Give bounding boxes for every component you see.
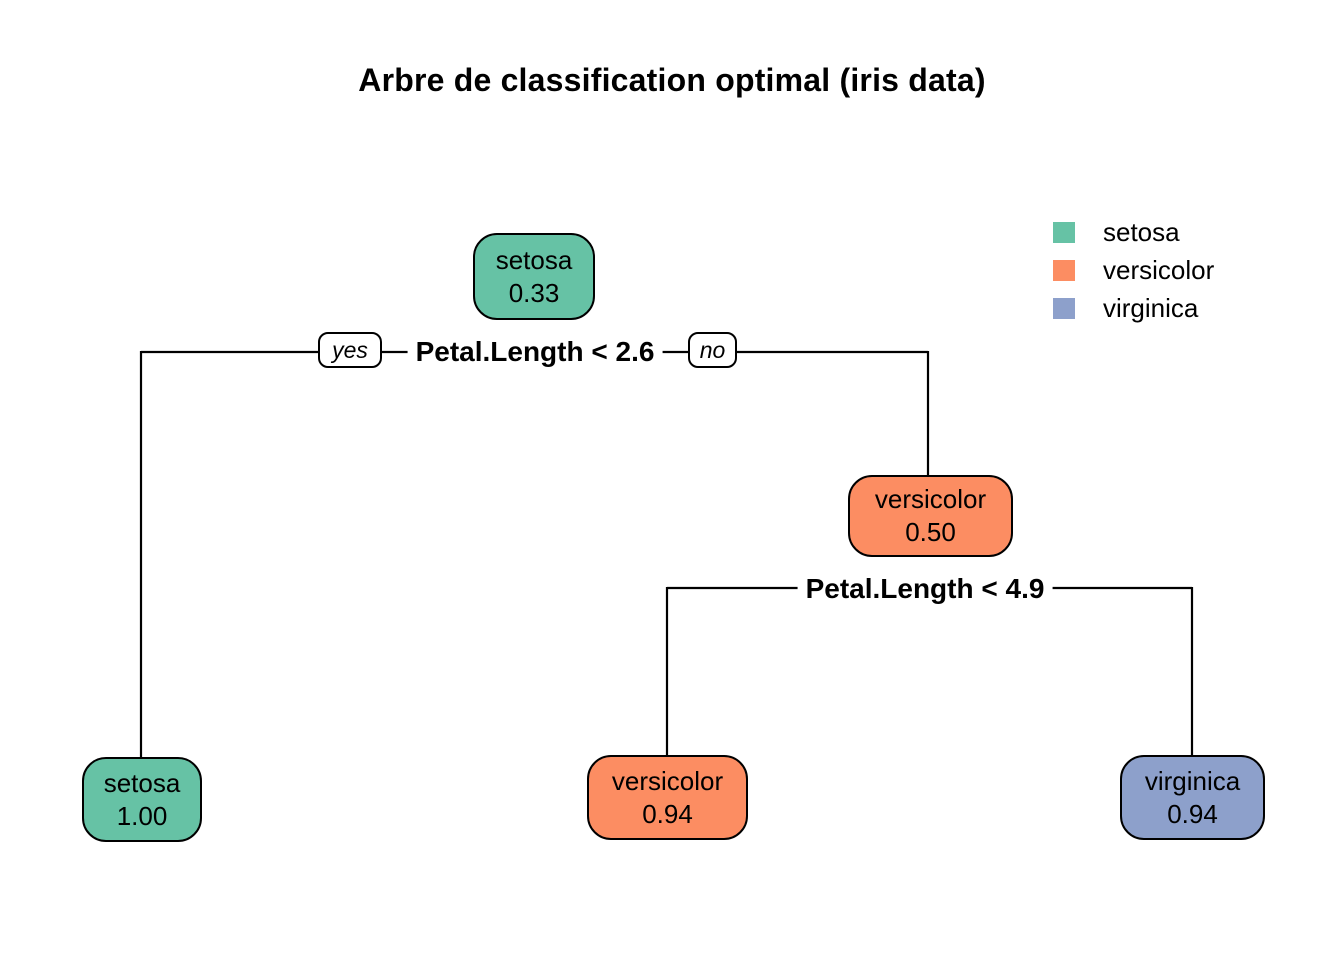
node-label: versicolor — [874, 484, 987, 514]
legend-label: virginica — [1103, 292, 1199, 323]
split-condition-1: Petal.Length < 2.6 — [407, 335, 663, 369]
legend-swatch-virginica — [1053, 297, 1075, 319]
no-branch-badge: no — [688, 332, 737, 368]
node-probability: 0.33 — [508, 277, 560, 308]
legend-label: versicolor — [1103, 254, 1215, 285]
node-probability: 1.00 — [116, 800, 168, 831]
root-node-setosa: setosa 0.33 — [473, 233, 595, 320]
node-label: setosa — [103, 767, 181, 798]
node-probability: 0.94 — [1167, 798, 1218, 829]
node-label: virginica — [1144, 765, 1241, 796]
plot-title: Arbre de classification optimal (iris da… — [358, 62, 986, 98]
internal-node-versicolor: versicolor 0.50 — [848, 475, 1013, 557]
node-probability: 0.50 — [905, 517, 956, 547]
node-label: versicolor — [611, 765, 724, 796]
legend-swatch-versicolor — [1053, 259, 1075, 281]
leaf-node-versicolor: versicolor 0.94 — [587, 755, 748, 840]
legend: setosa versicolor virginica — [1053, 213, 1214, 327]
node-probability: 0.94 — [642, 798, 693, 829]
legend-swatch-setosa — [1053, 221, 1075, 243]
split-condition-2: Petal.Length < 4.9 — [797, 572, 1053, 606]
legend-item-virginica: virginica — [1053, 289, 1214, 327]
yes-branch-badge: yes — [318, 332, 382, 368]
leaf-node-virginica: virginica 0.94 — [1120, 755, 1265, 840]
node-label: setosa — [495, 244, 573, 275]
legend-label: setosa — [1103, 216, 1180, 247]
leaf-node-setosa: setosa 1.00 — [82, 757, 202, 842]
legend-item-setosa: setosa — [1053, 213, 1214, 251]
legend-item-versicolor: versicolor — [1053, 251, 1214, 289]
